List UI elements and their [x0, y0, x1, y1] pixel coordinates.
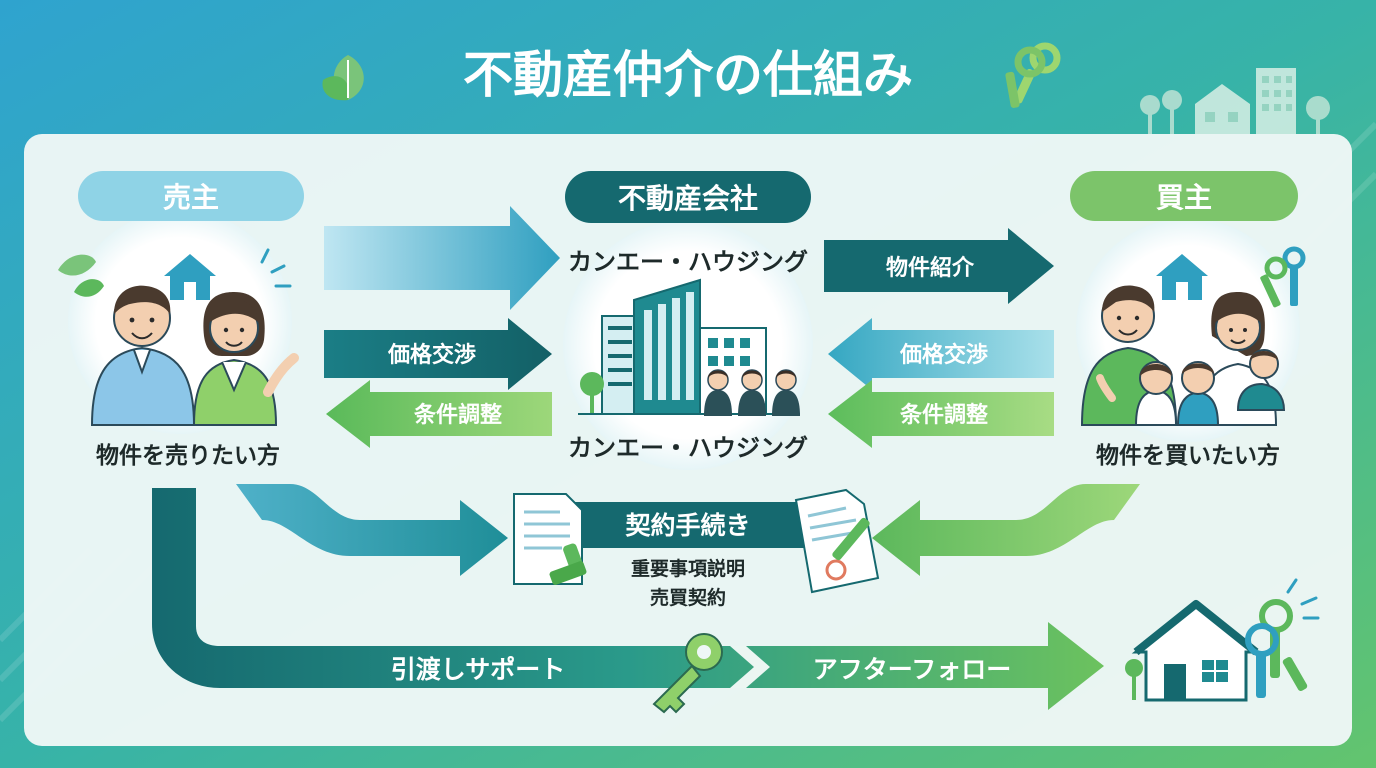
company-header: 不動産会社	[618, 182, 758, 215]
chevron-icon	[730, 646, 770, 688]
buyer-keys-icon	[1260, 246, 1306, 308]
negotiate-right-label: 価格交渉	[899, 342, 988, 368]
arrow-adjust-left	[326, 380, 552, 448]
buyer-caption: 物件を買いたい方	[1096, 442, 1280, 469]
arrow-seller-to-company	[324, 206, 560, 310]
adjust-left-label: 条件調整	[413, 402, 502, 428]
arrow-bottom-flow	[152, 488, 1104, 710]
seller-man-figure	[90, 285, 196, 426]
seller-header-pill	[78, 171, 304, 221]
page-title: 不動産仲介の仕組み	[463, 46, 913, 104]
key-icon	[652, 633, 723, 714]
seller-header: 売主	[163, 181, 219, 214]
contract-line1: 重要事項説明	[631, 557, 745, 580]
property-intro-label: 物件紹介	[886, 255, 975, 281]
contract-line2: 売買契約	[650, 586, 726, 609]
arrow-buyer-to-contract	[872, 484, 1140, 576]
house-with-keys-icon	[1125, 578, 1320, 702]
arrow-negotiate-right	[828, 318, 1054, 390]
handover-label: 引渡しサポート	[391, 655, 566, 684]
after-follow-label: アフターフォロー	[813, 655, 1012, 684]
arrow-adjust-right	[828, 380, 1054, 448]
buyer-house-icon	[1156, 254, 1208, 300]
keys-icon	[1005, 42, 1061, 108]
company-name-bottom: カンエー・ハウジング	[568, 434, 808, 462]
arrow-seller-to-contract	[236, 484, 508, 576]
staff-figures	[704, 369, 800, 416]
arrow-negotiate-left	[324, 318, 552, 390]
buyer-family-figures	[1080, 285, 1286, 426]
company-name-top: カンエー・ハウジング	[568, 248, 808, 276]
buyer-header: 買主	[1156, 181, 1212, 214]
seller-caption: 物件を売りたい方	[96, 442, 280, 469]
contract-bar	[562, 502, 810, 548]
document-pen-icon	[794, 488, 880, 594]
leaf-icon	[58, 254, 104, 297]
document-stamp-icon	[513, 493, 587, 585]
buyer-header-pill	[1070, 171, 1298, 221]
leaf-icon	[322, 55, 364, 101]
sparkle-icon	[260, 248, 292, 288]
contract-label: 契約手続き	[625, 511, 750, 540]
adjust-right-label: 条件調整	[899, 402, 988, 428]
arrow-property-intro	[824, 228, 1054, 304]
seller-woman-figure	[192, 292, 299, 426]
city-skyline-icon	[1140, 68, 1330, 134]
negotiate-left-label: 価格交渉	[387, 342, 476, 368]
company-header-pill	[565, 171, 811, 223]
seller-house-icon	[164, 254, 216, 300]
